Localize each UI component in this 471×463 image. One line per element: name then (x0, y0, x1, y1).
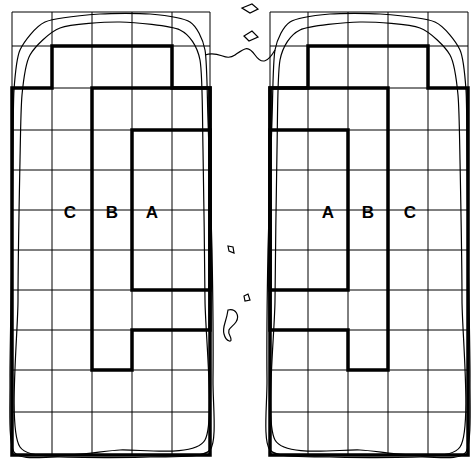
zone-region: BA (92, 88, 210, 370)
zone-letter: A (146, 204, 158, 221)
grid-line (12, 170, 210, 171)
contour-blob (228, 246, 234, 253)
zone-border (270, 130, 348, 290)
zone-border (132, 130, 210, 290)
zone-letter: C (64, 204, 76, 221)
zone-outline (12, 46, 210, 455)
grid-line (270, 412, 468, 413)
zone-outline (270, 130, 348, 290)
contour-bridge (205, 49, 275, 61)
contour-blob (244, 31, 258, 41)
contour-fragments (205, 4, 275, 341)
pressure-contour (10, 13, 214, 457)
zone-outline (132, 130, 210, 290)
grid-line (12, 12, 210, 13)
pressure-contour (266, 13, 470, 457)
pressure-contours (10, 13, 470, 457)
grid-line (12, 250, 210, 251)
zone-outline (270, 46, 468, 455)
zone-border (12, 46, 210, 455)
zone-letter: A (322, 204, 334, 221)
zone-letter: B (106, 204, 118, 221)
grid-line (12, 412, 210, 413)
zone-border (270, 88, 388, 370)
zone-region: CBA (270, 46, 468, 455)
contour-blob (242, 4, 258, 13)
zone-region: BA (270, 88, 388, 370)
zone-region: A (132, 130, 210, 290)
zone-letter: B (362, 204, 374, 221)
grid-line (270, 170, 468, 171)
zone-region: CBA (12, 46, 210, 455)
grid-lines (12, 12, 468, 455)
zone-region: A (270, 130, 348, 290)
contour-blob (223, 310, 237, 341)
contour-blob (244, 294, 250, 301)
zone-border (270, 46, 468, 455)
zone-border (92, 88, 210, 370)
zone-letter: C (404, 204, 416, 221)
grid-line (270, 12, 468, 13)
grid-line (270, 250, 468, 251)
